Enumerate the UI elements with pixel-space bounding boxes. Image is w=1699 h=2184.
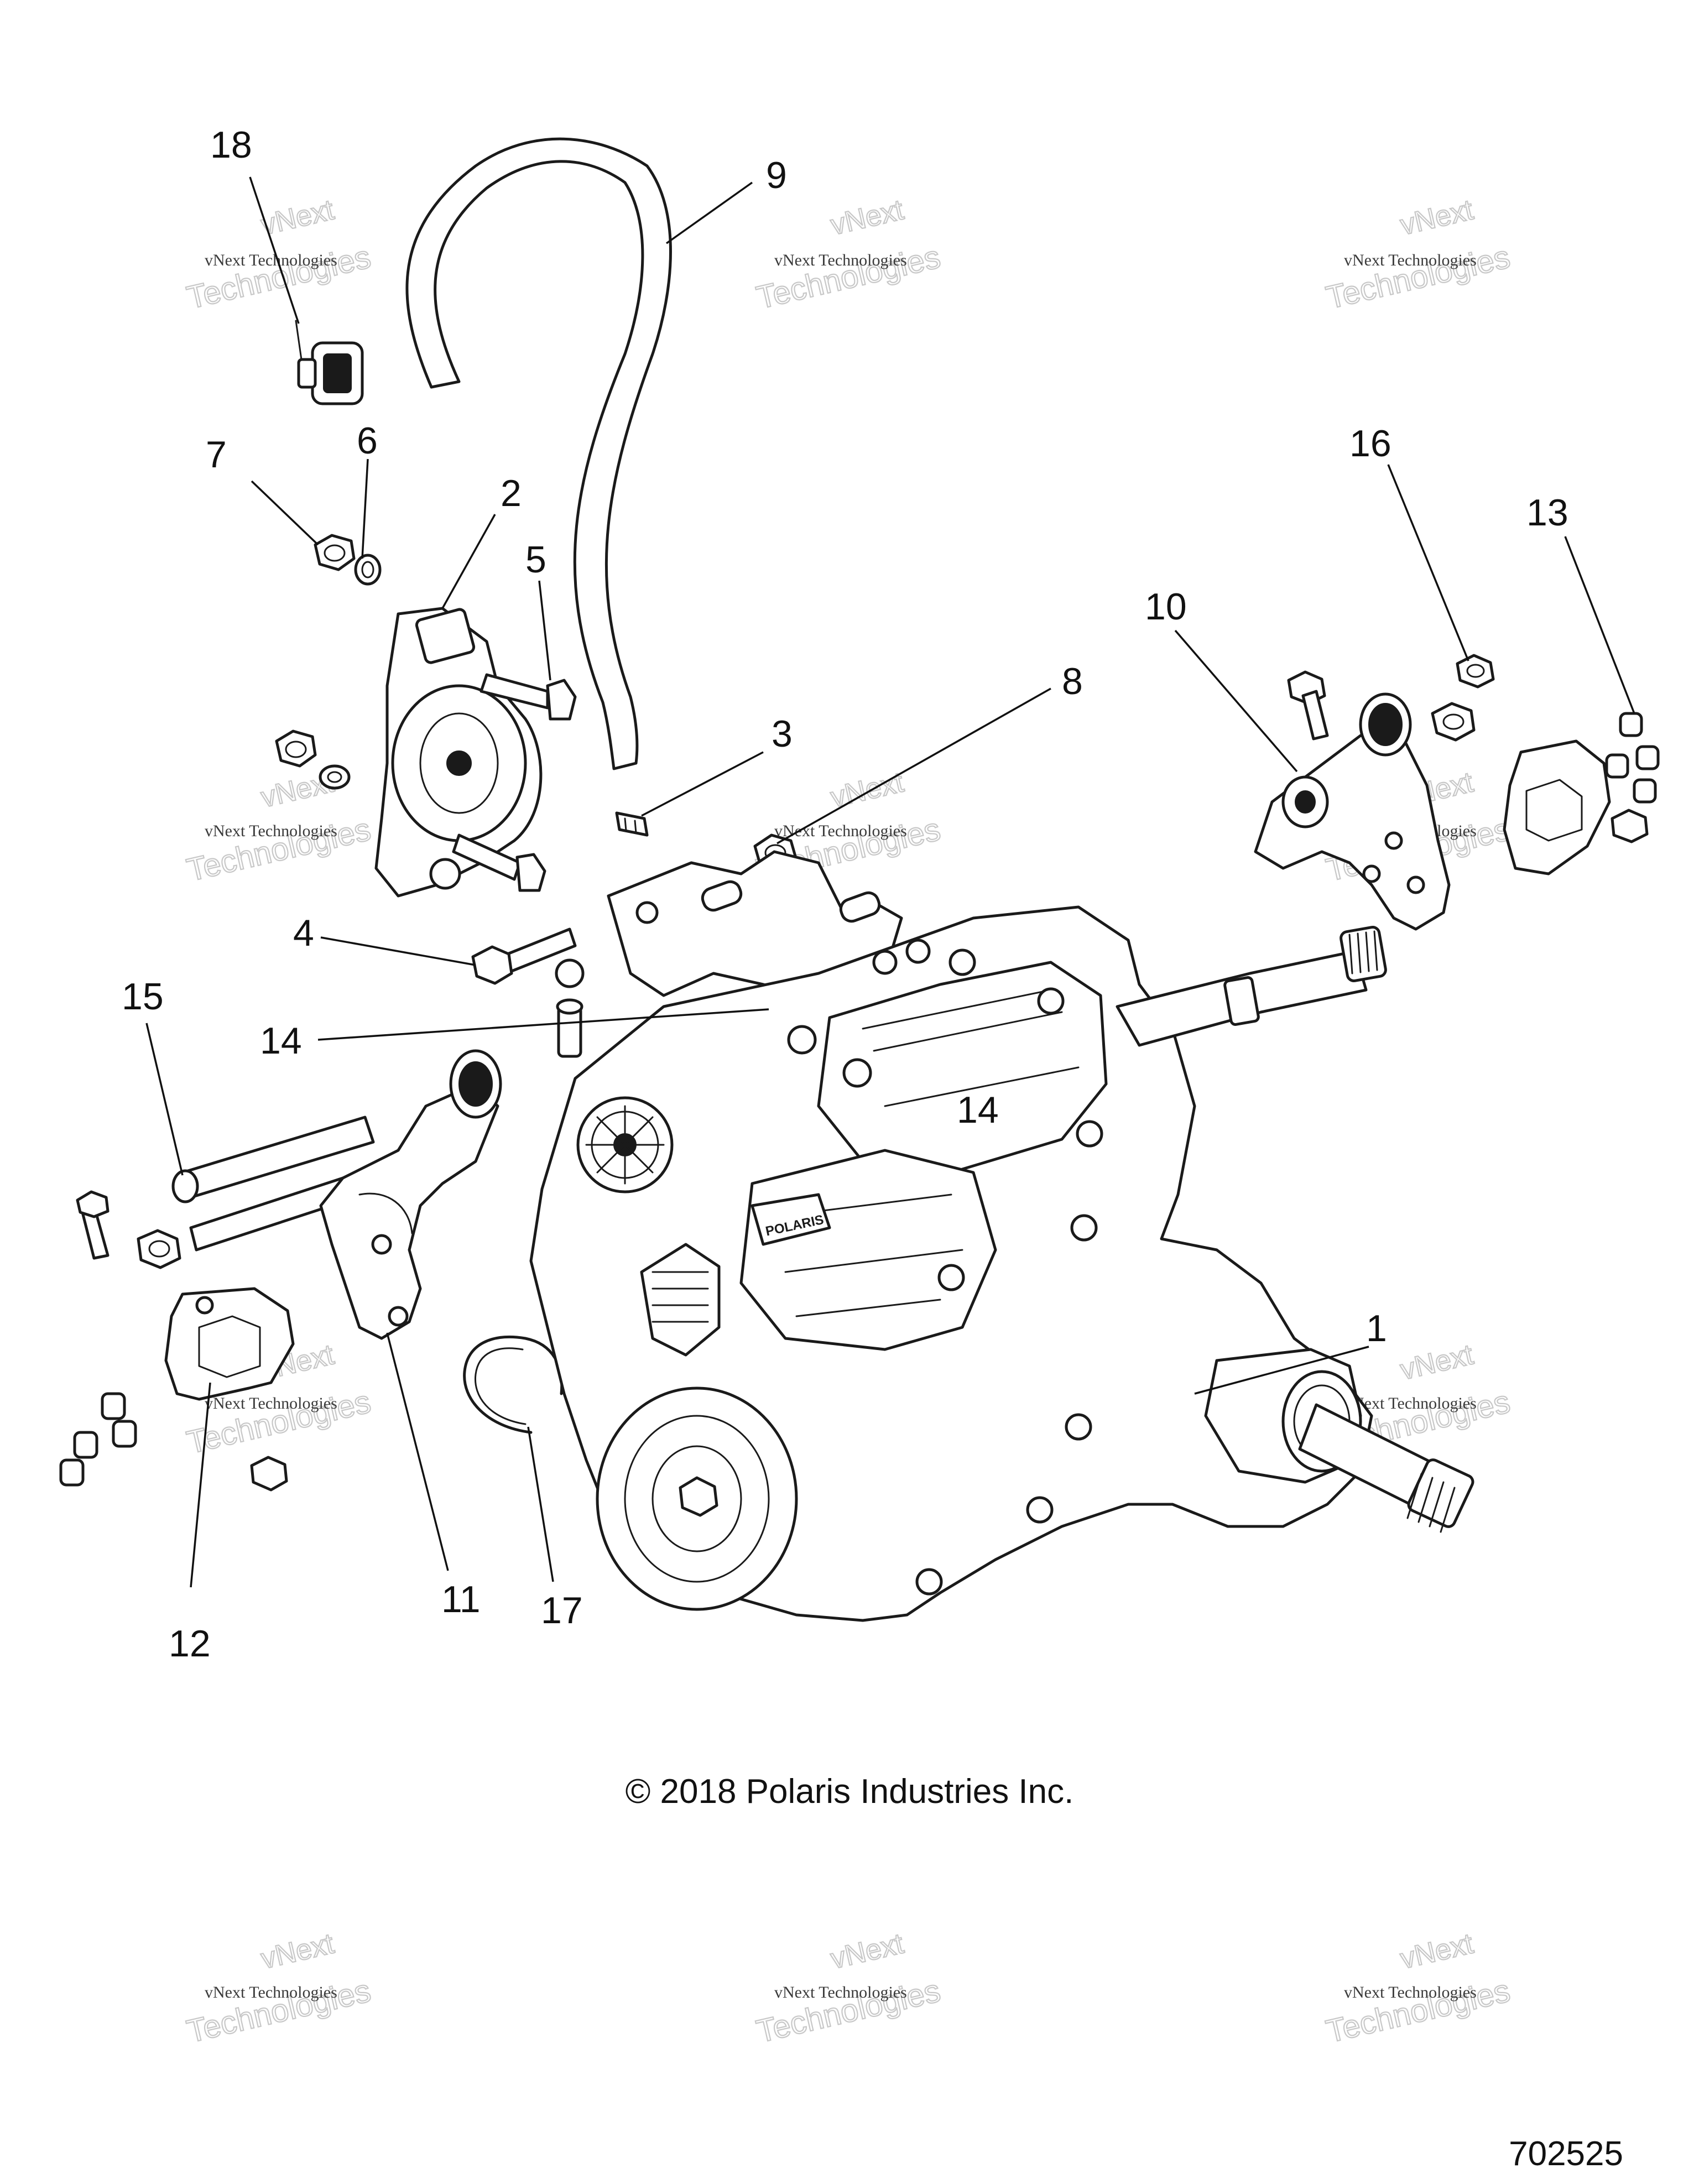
vent-hose-part xyxy=(405,137,672,770)
callout-17: 17 xyxy=(541,1589,583,1632)
callout-18: 18 xyxy=(210,124,252,166)
watermark-text: vNext Technologies xyxy=(205,1394,337,1412)
left-bracket-part xyxy=(319,1049,502,1340)
callout-15: 15 xyxy=(122,976,164,1018)
washer-part xyxy=(354,554,382,586)
svg-text:Technologies: Technologies xyxy=(1323,239,1514,316)
sensor-part xyxy=(295,320,364,405)
nut-part xyxy=(1611,809,1649,843)
callout-7: 7 xyxy=(206,434,227,476)
bolt-part xyxy=(480,673,577,721)
callout-16: 16 xyxy=(1349,423,1391,465)
diagram-number: 702525 xyxy=(1509,2135,1623,2173)
bolt-part xyxy=(76,1190,110,1260)
watermark-text: vNext Technologies xyxy=(205,251,337,269)
callout-5: 5 xyxy=(525,539,546,581)
leader-9 xyxy=(665,181,753,244)
bolt-part xyxy=(137,1229,181,1269)
leader-11 xyxy=(386,1332,449,1571)
leader-3 xyxy=(641,751,764,817)
leader-2 xyxy=(441,514,496,609)
callout-14-b: 14 xyxy=(957,1089,999,1131)
leader-16 xyxy=(1387,464,1469,661)
callouts: 18 9 7 6 2 5 16 13 10 8 3 4 15 14 14 1 1… xyxy=(122,124,1568,1665)
leader-4 xyxy=(320,936,476,966)
callout-12: 12 xyxy=(169,1623,211,1665)
switch-housing-part xyxy=(374,607,543,898)
nut-part xyxy=(250,1456,288,1492)
clip-part xyxy=(615,811,649,837)
right-bracket-part xyxy=(1254,692,1451,931)
bolt-part xyxy=(471,927,577,985)
leader-13 xyxy=(1564,536,1635,714)
nut-part xyxy=(314,534,356,571)
svg-text:vNext: vNext xyxy=(828,194,907,242)
watermark-text: vNext Technologies xyxy=(774,251,907,269)
leader-5 xyxy=(538,580,551,681)
callout-1: 1 xyxy=(1366,1307,1387,1349)
callout-2: 2 xyxy=(501,472,522,514)
watermark-text: vNext Technologies xyxy=(205,1983,337,2001)
callout-6: 6 xyxy=(357,420,378,462)
svg-text:vNext: vNext xyxy=(1398,1338,1477,1386)
callout-8: 8 xyxy=(1062,660,1083,702)
leader-12 xyxy=(190,1382,211,1588)
callout-9: 9 xyxy=(766,154,787,196)
bolt-part xyxy=(452,833,546,892)
leader-1 xyxy=(1194,1346,1369,1395)
transmission-part: POLARIS xyxy=(529,850,1474,1622)
callout-3: 3 xyxy=(772,713,793,755)
leader-lines xyxy=(145,176,1635,1588)
washer-part xyxy=(319,764,351,790)
sleeve-part xyxy=(171,1116,375,1252)
screw-part xyxy=(59,1392,137,1487)
retaining-ring-part xyxy=(463,1336,564,1434)
nut-part xyxy=(1456,654,1495,689)
nut-part xyxy=(275,729,317,768)
svg-text:vNext: vNext xyxy=(1398,194,1477,242)
callout-13: 13 xyxy=(1526,492,1568,534)
leader-14 xyxy=(317,1008,769,1041)
watermark-text: vNext Technologies xyxy=(1344,251,1477,269)
leader-10 xyxy=(1174,629,1298,773)
watermark-text: vNext Technologies xyxy=(205,822,337,840)
leader-18 xyxy=(249,176,300,324)
svg-text:vNext: vNext xyxy=(828,1927,907,1975)
leader-7 xyxy=(251,480,319,546)
leader-6 xyxy=(361,458,369,559)
svg-text:vNext: vNext xyxy=(258,1927,337,1975)
bolt-part xyxy=(1287,670,1329,741)
svg-text:vNext: vNext xyxy=(1398,1927,1477,1975)
svg-text:Technologies: Technologies xyxy=(184,239,374,316)
watermark-text: vNext Technologies xyxy=(1344,1983,1477,2001)
leader-17 xyxy=(527,1426,554,1582)
watermark-text: vNext Technologies xyxy=(774,822,907,840)
callout-10: 10 xyxy=(1145,586,1187,628)
leader-8 xyxy=(776,687,1051,845)
svg-text:Technologies: Technologies xyxy=(753,239,944,316)
copyright-text: © 2018 Polaris Industries Inc. xyxy=(626,1773,1074,1811)
leader-15 xyxy=(145,1023,184,1176)
callout-11: 11 xyxy=(441,1578,481,1620)
nut-part xyxy=(1431,702,1476,742)
screw-part xyxy=(1605,712,1660,804)
callout-4: 4 xyxy=(293,912,314,954)
mount-bracket-part xyxy=(164,1287,295,1401)
svg-text:vNext: vNext xyxy=(828,766,907,814)
callout-14: 14 xyxy=(260,1020,302,1062)
mount-bracket-part xyxy=(1503,739,1611,875)
watermark-text: vNext Technologies xyxy=(774,1983,907,2001)
